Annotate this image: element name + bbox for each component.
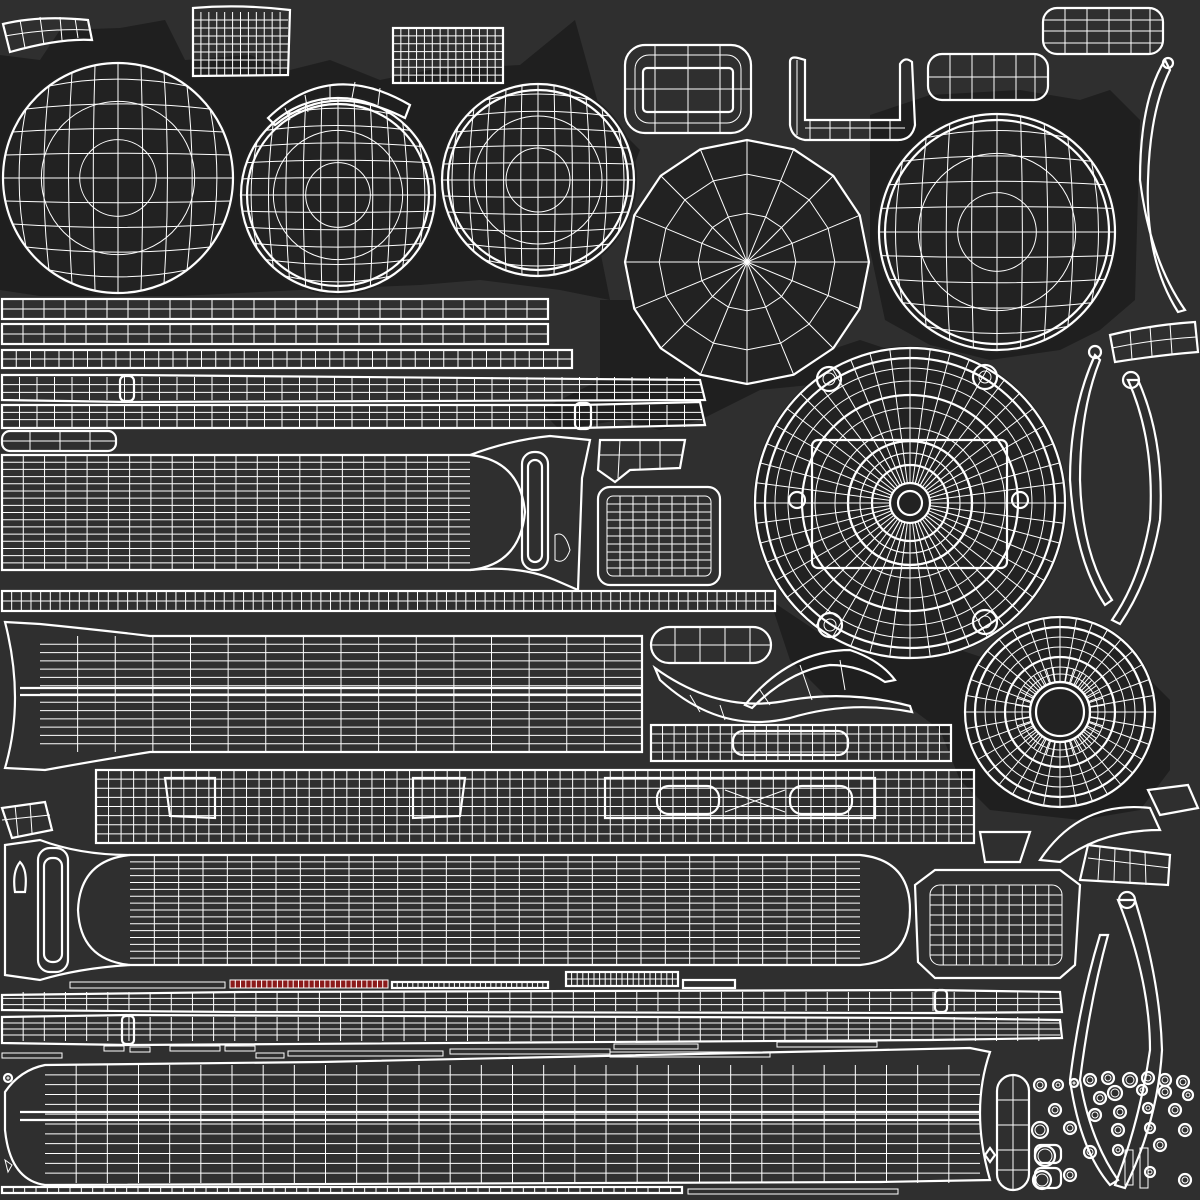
wire-grid: [2, 324, 548, 344]
wing-strip-mid: [652, 648, 914, 724]
highlight-strip: [229, 979, 389, 989]
tiny-pieces-bottom-right: [2, 1070, 1195, 1191]
circle-uv-large-2: [238, 95, 438, 295]
circle-uv-right: [876, 111, 1118, 353]
tapered-panel-bottom: [3, 1046, 992, 1187]
wire-grid: [393, 28, 503, 83]
top-block-a: [191, 5, 292, 78]
tapered-panel-mid: [3, 620, 644, 772]
curved-block-lower-left: [0, 800, 54, 840]
block-square-lower: [913, 868, 1082, 980]
radial-disk-large: [753, 346, 1067, 660]
wire-grid: [2, 377, 702, 400]
wire-grid: [234, 980, 384, 988]
wire-grid: [45, 1065, 980, 1183]
wire-grid: [12, 1187, 672, 1193]
wire-grid: [2, 405, 702, 427]
capsule-top-a: [926, 52, 1050, 102]
wire-grid: [2, 455, 470, 570]
curved-strip-top-left: [1, 16, 94, 54]
wire-grid: [2, 299, 548, 319]
curved-arc-right-mid: [1068, 344, 1162, 626]
handle-panel-lower: [3, 838, 912, 982]
curved-arc-right-top: [1138, 56, 1187, 314]
lower-right-pieces: [978, 783, 1200, 887]
long-strips-lower: [0, 970, 1064, 1195]
wire-grid: [130, 855, 860, 965]
wire-grid: [607, 496, 711, 576]
wire-grid: [930, 885, 1062, 965]
capsule-mid: [649, 625, 773, 665]
circle-uv-large-3: [439, 81, 637, 279]
thin-strip-mid: [0, 589, 777, 613]
wire-grid: [40, 636, 642, 752]
wire-grid: [2, 350, 572, 368]
wire-grid: [96, 770, 974, 843]
u-channel-top: [788, 56, 917, 142]
block-square-mid: [596, 485, 722, 587]
circle-uv-large-1: [0, 60, 236, 296]
radial-disk-small: [963, 615, 1157, 809]
small-capsule-left: [0, 429, 118, 453]
long-strips-upper: [0, 297, 707, 431]
arch-strip-between-circles: [266, 81, 412, 127]
wire-grid: [2, 992, 1060, 1011]
top-block-b: [391, 26, 505, 85]
capsule-top-b: [1041, 6, 1165, 56]
wire-grid: [396, 982, 544, 988]
wire-grid: [651, 725, 951, 761]
slot-strip-mid: [649, 723, 953, 763]
curved-block-right-top: [1108, 320, 1200, 364]
curved-arc-right-lower: [1068, 890, 1164, 1190]
wire-grid: [566, 972, 678, 986]
block-bent-mid: [596, 438, 687, 484]
wire-grid: [193, 12, 288, 76]
handle-panel-upper: [0, 434, 592, 592]
rounded-frame-top: [623, 43, 753, 135]
wire-grid: [2, 1017, 1060, 1041]
wire-grid: [2, 591, 775, 611]
polygon-sphere-uv: [623, 138, 871, 386]
capsule-vertical-bottom: [995, 1073, 1031, 1192]
wide-panel-slots: [94, 768, 976, 845]
